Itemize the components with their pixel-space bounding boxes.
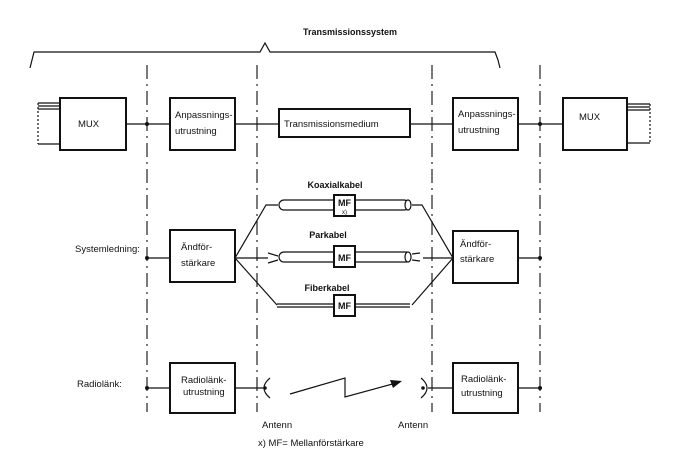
junction-dot [145,256,149,260]
junction-dot [145,122,149,126]
radio-path [289,377,401,398]
mf-label-coax: MF [338,198,351,208]
radio-equip-right-line1: Radiolänk- [461,374,506,385]
pair-strands-left [267,252,279,264]
antenna-right-feed [421,386,425,390]
mf-box-pair [333,245,356,268]
junction-dot [538,256,542,260]
mf-box-coax [333,194,356,217]
mux-left-box [59,97,127,151]
row-label-systemledning: Systemledning: [75,244,140,255]
radio-equip-left-box [169,362,236,414]
diagram-title: Transmissionssystem [303,27,397,37]
mf-label-pair: MF [338,253,351,263]
junction-dot [538,386,542,390]
mf-label-fiber: MF [338,301,351,311]
radio-equip-left-line2: utrustning [183,387,225,398]
amp-right-line2: stärkare [460,254,494,265]
adapter-right-line2: utrustning [458,125,500,136]
mf-note-coax: x) [342,210,347,216]
mux-right-label: MUX [579,112,601,123]
footnote: x) MF= Mellanförstärkare [258,438,364,449]
antenna-right-label: Antenn [398,420,428,431]
cable-name-pair: Parkabel [309,230,347,240]
system-brace [29,41,501,69]
fan-left-fiber [234,257,278,306]
adapter-left-box [169,97,236,151]
antenna-left-feed [263,386,267,390]
mf-box-fiber [333,294,356,317]
mux-left-label: MUX [78,119,100,130]
radio-arrow-icon [390,380,402,388]
amp-left-box [169,229,236,283]
fan-left-coax [234,204,278,259]
antenna-right-icon [420,377,428,399]
transmission-medium-box [278,108,411,138]
antenna-left-label: Antenn [262,420,292,431]
radio-equip-left-line1: Radiolänk- [181,375,226,386]
cable-name-coax: Koaxialkabel [307,180,362,190]
adapter-left-line2: utrustning [175,126,217,137]
pair-cable-end [404,251,412,263]
cable-name-fiber: Fiberkabel [304,283,349,293]
fan-right-fiber [411,257,454,306]
amp-right-box [452,230,519,284]
adapter-left-line1: Anpassnings- [175,110,233,121]
mux-right-outputs [627,103,651,144]
radio-equip-right-line2: utrustning [461,388,503,399]
mux-left-inputs [37,102,60,145]
amp-right-line1: Ändför- [460,239,491,250]
pair-strands-right [411,252,421,262]
coax-cable-end [404,199,412,211]
adapter-right-box [452,97,519,151]
adapter-right-line1: Anpassnings- [458,109,516,120]
fan-right-coax [412,204,454,259]
transmission-medium-label: Transmissionsmedium [284,119,379,130]
amp-left-line1: Ändför- [181,242,212,253]
junction-dot [145,386,149,390]
mux-right-box [562,97,628,151]
row-label-radiolank: Radiolänk: [77,379,122,390]
junction-dot [538,122,542,126]
amp-left-line2: stärkare [181,258,215,269]
